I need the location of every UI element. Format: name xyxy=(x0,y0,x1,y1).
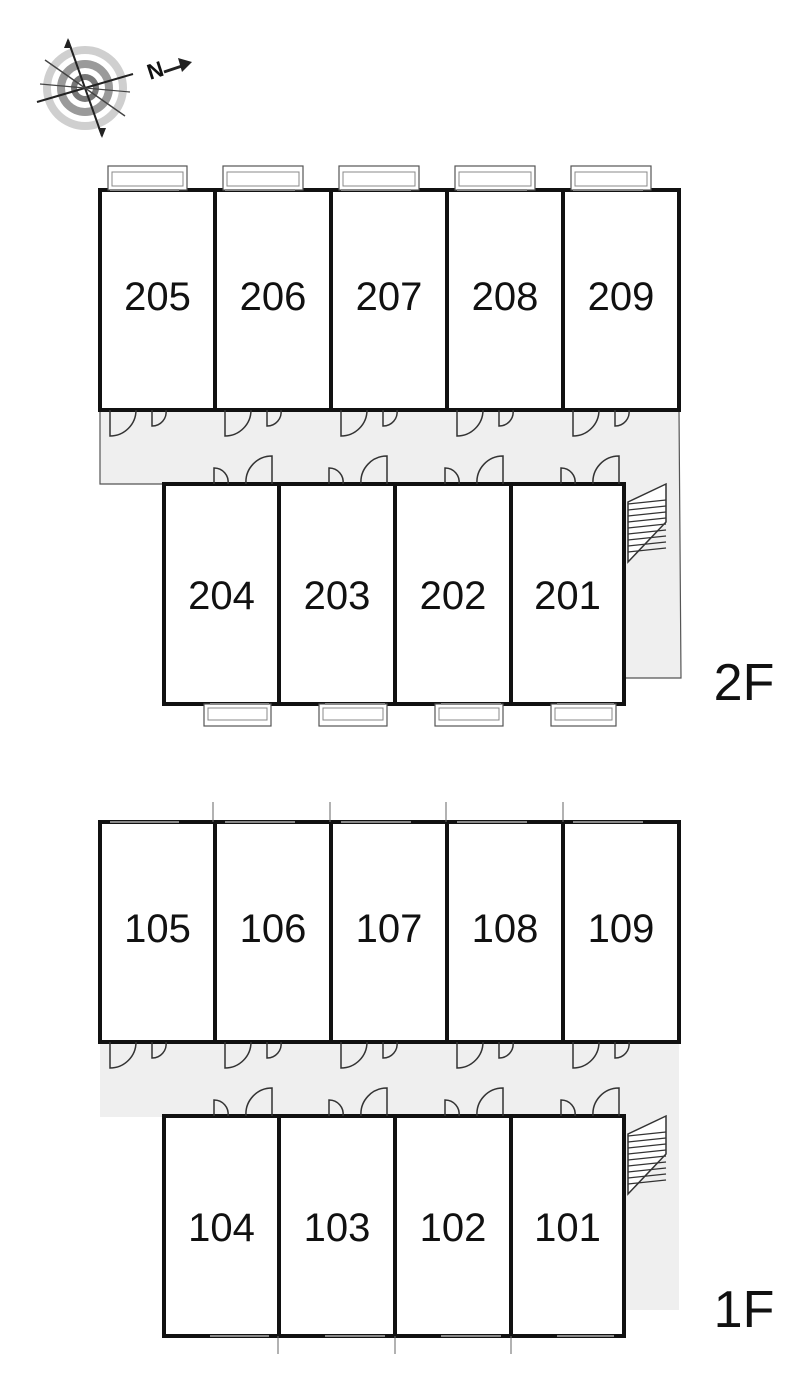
room-label: 102 xyxy=(420,1206,487,1250)
room-204: 204 xyxy=(162,455,281,727)
door-icon xyxy=(151,1041,167,1059)
door-icon xyxy=(476,1087,504,1117)
door-icon xyxy=(572,1041,600,1069)
floor-1f: 105 106 107 108 109 104 103 102 101 1F xyxy=(98,802,775,1354)
room-206: 206 xyxy=(213,165,333,437)
room-label: 106 xyxy=(240,907,307,951)
room-106: 106 xyxy=(213,820,333,1069)
room-107: 107 xyxy=(329,820,449,1069)
room-label: 206 xyxy=(240,275,307,319)
door-icon xyxy=(328,1099,344,1117)
room-label: 207 xyxy=(356,275,423,319)
door-icon xyxy=(456,409,484,437)
room-label: 208 xyxy=(472,275,539,319)
room-label: 205 xyxy=(124,275,191,319)
room-label: 101 xyxy=(534,1206,601,1250)
door-icon xyxy=(109,409,137,437)
door-icon xyxy=(456,1041,484,1069)
door-icon xyxy=(213,467,229,485)
door-icon xyxy=(266,409,282,427)
room-208: 208 xyxy=(445,165,565,437)
room-label: 105 xyxy=(124,907,191,951)
door-icon xyxy=(614,1041,630,1059)
room-label: 103 xyxy=(304,1206,371,1250)
door-icon xyxy=(340,409,368,437)
door-icon xyxy=(245,455,273,485)
door-icon xyxy=(592,1087,620,1117)
room-209: 209 xyxy=(561,165,681,437)
room-label: 107 xyxy=(356,907,423,951)
door-icon xyxy=(498,409,514,427)
room-label: 108 xyxy=(472,907,539,951)
balcony xyxy=(203,703,272,727)
door-icon xyxy=(382,409,398,427)
room-105: 105 xyxy=(98,820,217,1069)
floor-label: 1F xyxy=(714,1281,775,1339)
floor-2f: 205 206 207 208 209 204 203 202 201 2F xyxy=(98,165,775,727)
balcony xyxy=(318,703,388,727)
door-icon xyxy=(266,1041,282,1059)
room-202: 202 xyxy=(393,455,513,727)
room-104: 104 xyxy=(162,1087,281,1338)
door-icon xyxy=(328,467,344,485)
stairs-icon xyxy=(627,482,667,564)
floor-label: 2F xyxy=(714,654,775,712)
room-label: 109 xyxy=(588,907,655,951)
room-102: 102 xyxy=(393,1087,513,1338)
door-icon xyxy=(444,467,460,485)
room-207: 207 xyxy=(329,165,449,437)
corridor xyxy=(100,1042,679,1310)
room-label: 202 xyxy=(420,574,487,618)
door-icon xyxy=(224,409,252,437)
room-203: 203 xyxy=(277,455,397,727)
room-201: 201 xyxy=(509,455,626,727)
door-icon xyxy=(151,409,167,427)
room-205: 205 xyxy=(98,165,217,437)
room-label: 201 xyxy=(534,574,601,618)
compass-north-icon xyxy=(36,38,192,138)
door-icon xyxy=(109,1041,137,1069)
stairs-icon xyxy=(627,1114,667,1196)
room-label: 104 xyxy=(188,1206,255,1250)
door-icon xyxy=(360,455,388,485)
door-icon xyxy=(224,1041,252,1069)
door-icon xyxy=(560,1099,576,1117)
room-label: 204 xyxy=(188,574,255,618)
door-icon xyxy=(213,1099,229,1117)
door-icon xyxy=(560,467,576,485)
door-icon xyxy=(476,455,504,485)
room-label: 209 xyxy=(588,275,655,319)
room-103: 103 xyxy=(277,1087,397,1338)
door-icon xyxy=(498,1041,514,1059)
door-icon xyxy=(382,1041,398,1059)
room-109: 109 xyxy=(561,820,681,1069)
door-icon xyxy=(592,455,620,485)
door-icon xyxy=(614,409,630,427)
door-icon xyxy=(340,1041,368,1069)
door-icon xyxy=(444,1099,460,1117)
room-label: 203 xyxy=(304,574,371,618)
balcony xyxy=(550,703,617,727)
balcony xyxy=(434,703,504,727)
door-icon xyxy=(360,1087,388,1117)
door-icon xyxy=(245,1087,273,1117)
room-108: 108 xyxy=(445,820,565,1069)
room-101: 101 xyxy=(509,1087,626,1338)
compass-letter: N xyxy=(144,56,167,85)
door-icon xyxy=(572,409,600,437)
